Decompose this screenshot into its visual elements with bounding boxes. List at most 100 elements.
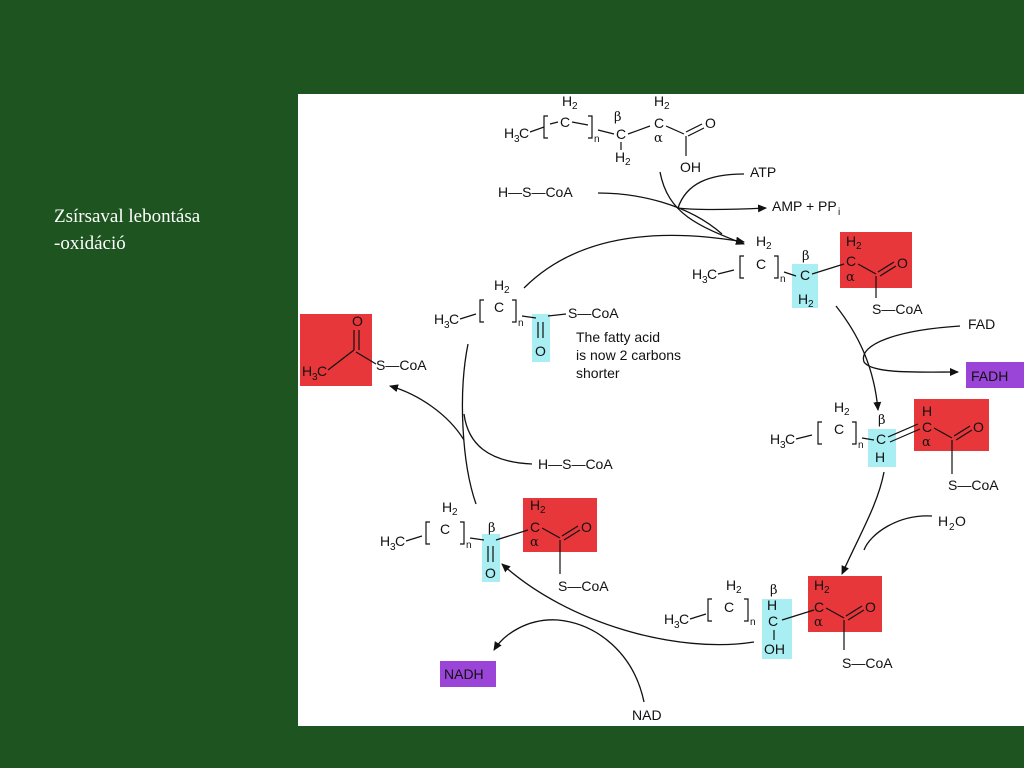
- svg-text:C: C: [846, 253, 856, 269]
- svg-text:H: H: [846, 233, 856, 249]
- svg-text:C: C: [560, 114, 570, 130]
- svg-text:3: 3: [312, 372, 318, 383]
- svg-text:S—CoA: S—CoA: [842, 655, 893, 671]
- hscoa-input-1: H—S—CoA: [498, 184, 573, 200]
- svg-text:O: O: [973, 419, 984, 435]
- water-subscript: 2: [949, 522, 955, 533]
- svg-text:H: H: [494, 277, 504, 293]
- hydration-arrow: [841, 471, 885, 575]
- svg-text:C: C: [814, 599, 824, 615]
- svg-text:H: H: [664, 611, 674, 627]
- svg-text:S—CoA: S—CoA: [568, 305, 619, 321]
- svg-text:2: 2: [540, 505, 546, 516]
- svg-text:O: O: [581, 519, 592, 535]
- svg-text:H: H: [770, 431, 780, 447]
- beta-highlight-shortened-acyl-coa: [532, 314, 550, 362]
- svg-text:S—CoA: S—CoA: [558, 578, 609, 594]
- svg-text:C: C: [616, 126, 626, 142]
- svg-text:H: H: [442, 499, 452, 515]
- svg-text:β: β: [488, 521, 496, 536]
- svg-text:H: H: [504, 125, 514, 141]
- svg-text:C: C: [449, 311, 459, 327]
- svg-text:3: 3: [674, 620, 680, 631]
- svg-text:3: 3: [444, 320, 450, 331]
- svg-text:H: H: [380, 533, 390, 549]
- svg-text:2: 2: [736, 585, 742, 596]
- svg-text:n: n: [780, 274, 786, 285]
- oxidation-arrow: [501, 563, 755, 646]
- svg-text:H: H: [530, 497, 540, 513]
- svg-text:2: 2: [824, 585, 830, 596]
- coa-join-arrow: [597, 192, 723, 235]
- activation-arrow: [659, 171, 745, 245]
- amp-ppi-label: AMP + PP: [772, 198, 837, 214]
- svg-text:H: H: [814, 577, 824, 593]
- svg-text:β: β: [878, 413, 886, 428]
- svg-text:3: 3: [780, 440, 786, 451]
- alpha-highlight-hydroxyacyl-coa: [808, 576, 882, 632]
- water-label: H: [938, 513, 948, 529]
- svg-text:C: C: [440, 521, 450, 537]
- svg-text:2: 2: [504, 285, 510, 296]
- svg-text:H: H: [798, 291, 808, 307]
- svg-text:H: H: [756, 233, 766, 249]
- svg-text:n: n: [594, 134, 600, 145]
- svg-text:S—CoA: S—CoA: [872, 301, 923, 317]
- svg-text:β: β: [614, 110, 622, 125]
- svg-text:C: C: [530, 519, 540, 535]
- dehydrogenation-arrow: [835, 305, 882, 411]
- svg-text:H: H: [562, 94, 572, 109]
- fad-arrow: [862, 325, 961, 377]
- svg-text:O: O: [865, 599, 876, 615]
- fad-label: FAD: [968, 316, 995, 332]
- svg-text:C: C: [768, 613, 778, 629]
- svg-text:β: β: [770, 583, 778, 598]
- svg-text:2: 2: [572, 101, 578, 112]
- coa-join-arrow-2: [463, 413, 533, 465]
- svg-text:α: α: [846, 270, 855, 285]
- svg-text:S—CoA: S—CoA: [948, 477, 999, 493]
- svg-text:C: C: [317, 363, 327, 379]
- svg-text:n: n: [858, 440, 864, 451]
- svg-text:C: C: [679, 611, 689, 627]
- beta-highlight-acyl-coa: [792, 264, 818, 308]
- title-line-2: -oxidáció: [54, 233, 126, 254]
- nadh-highlight: [440, 661, 496, 687]
- atp-arrow: [677, 173, 767, 213]
- svg-text:2: 2: [766, 241, 772, 252]
- beta-highlight-hydroxyacyl-coa: [762, 599, 792, 659]
- svg-text:OH: OH: [764, 641, 785, 657]
- svg-text:H: H: [434, 311, 444, 327]
- svg-text:2: 2: [452, 507, 458, 518]
- svg-text:H: H: [767, 597, 777, 613]
- water-join-arrow: [863, 515, 933, 551]
- atp-label: ATP: [750, 164, 776, 180]
- svg-text:S—CoA: S—CoA: [376, 357, 427, 373]
- fadh-label: FADH: [971, 368, 1008, 384]
- nad-label: NAD: [632, 707, 662, 723]
- svg-text:2: 2: [856, 241, 862, 252]
- note-line-3: shorter: [576, 365, 620, 381]
- svg-text:n: n: [466, 540, 472, 551]
- svg-text:C: C: [756, 256, 766, 272]
- next-cycle-arrow: [523, 234, 745, 289]
- note-line-1: The fatty acid: [576, 329, 660, 345]
- svg-text:C: C: [834, 421, 844, 437]
- svg-text:C: C: [876, 431, 886, 447]
- svg-text:C: C: [654, 115, 664, 131]
- water-oxygen: O: [955, 513, 966, 529]
- svg-text:2: 2: [625, 157, 631, 168]
- svg-text:O: O: [352, 313, 363, 329]
- svg-text:C: C: [785, 431, 795, 447]
- svg-text:3: 3: [702, 275, 708, 286]
- svg-text:n: n: [518, 318, 524, 329]
- nadh-label: NADH: [444, 666, 484, 682]
- nad-arrow: [493, 619, 645, 703]
- svg-text:H: H: [615, 149, 625, 165]
- svg-text:H: H: [834, 399, 844, 415]
